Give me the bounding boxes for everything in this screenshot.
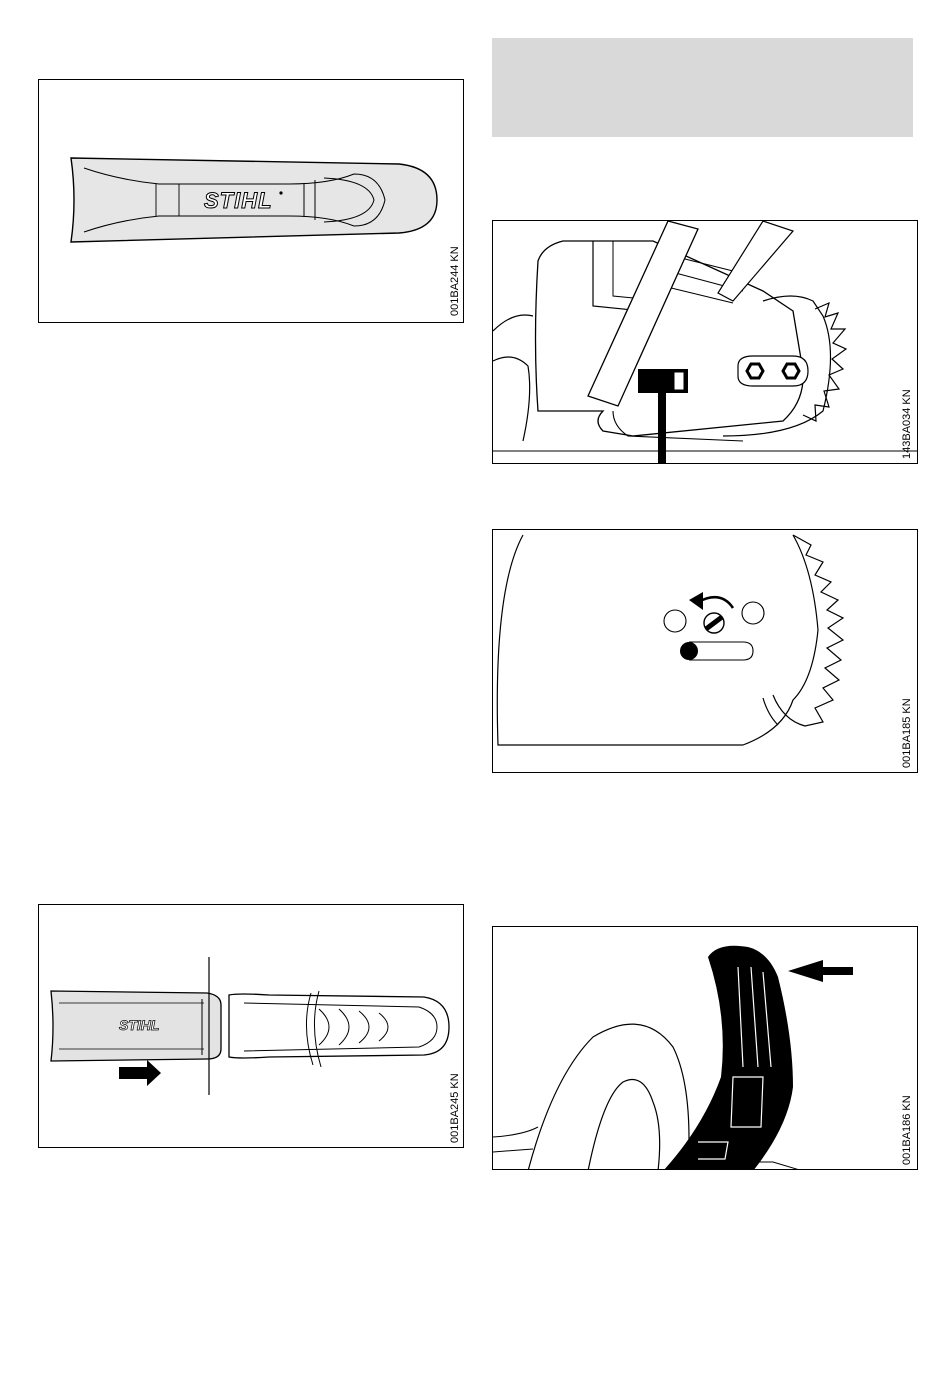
scabbard-illustration: STIHL: [39, 80, 464, 323]
figure-chain-brake: 001BA186 KN: [492, 926, 918, 1170]
tensioning-screw-illustration: [493, 530, 918, 773]
rotate-arrow-icon: [689, 592, 703, 610]
figure-code: 001BA244 KN: [449, 246, 461, 316]
scabbard-fitting-illustration: STIHL: [39, 905, 464, 1148]
press-arrow-icon: [788, 960, 853, 982]
figure-scabbard: STIHL 001BA244 KN: [38, 79, 464, 323]
section-heading-box: [492, 38, 913, 137]
scabbard-brand-logo: STIHL: [119, 1017, 159, 1033]
figure-tensioning-screw: 001BA185 KN: [492, 529, 918, 773]
bar-nuts-illustration: [493, 221, 918, 464]
chain-brake-illustration: [493, 927, 918, 1170]
figure-code: 001BA185 KN: [901, 698, 913, 768]
figure-code: 001BA245 KN: [449, 1073, 461, 1143]
brake-lever-icon: [663, 946, 793, 1170]
figure-code: 001BA186 KN: [901, 1095, 913, 1165]
figure-bar-nuts: 143BA034 KN: [492, 220, 918, 464]
figure-scabbard-fitting: STIHL 001BA245 KN: [38, 904, 464, 1148]
figure-code: 143BA034 KN: [901, 389, 913, 459]
push-arrow-icon: [119, 1060, 161, 1086]
scabbard-brand-logo: STIHL: [204, 188, 273, 213]
